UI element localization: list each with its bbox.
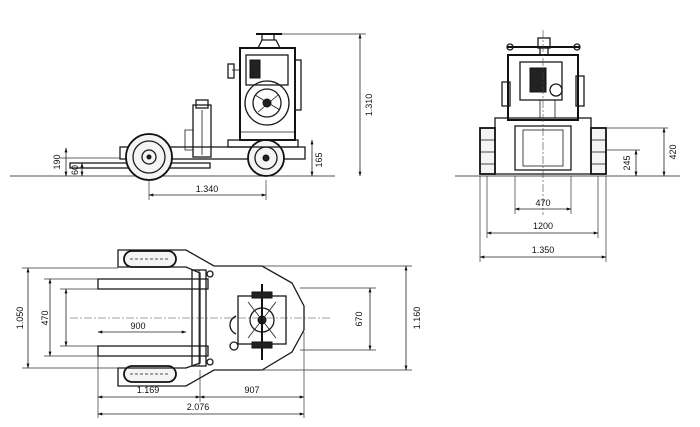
top-fork-lower: [97, 345, 209, 357]
top-overall-width-label: 1.160: [412, 307, 422, 330]
front-fork-width-label: 470: [535, 198, 550, 208]
top-front-section-label: 1.169: [137, 385, 160, 395]
front-height-frame-label: 420: [668, 144, 678, 159]
front-overall-width-label: 1.350: [532, 245, 555, 255]
side-front-wheel: [125, 133, 173, 181]
top-fork-length-label: 900: [130, 321, 145, 331]
side-ground-clearance-label: 165: [314, 152, 324, 167]
front-height-step-label: 245: [622, 155, 632, 170]
top-fork-upper: [97, 278, 209, 290]
side-fork-height-label: 190: [52, 154, 62, 169]
side-chassis-beam: [119, 146, 306, 160]
side-mast-top: [195, 99, 209, 109]
front-left-wheel: [479, 127, 496, 175]
top-rear-section-label: 907: [244, 385, 259, 395]
side-view: 1.310 190 60 165 1.340: [10, 33, 374, 200]
side-rear-wheel: [247, 139, 285, 177]
top-fork-span-label: 1.050: [15, 307, 25, 330]
top-body-width-label: 670: [354, 311, 364, 326]
top-overall-length-label: 2.076: [187, 402, 210, 412]
front-handle: [506, 37, 581, 56]
side-mast: [192, 104, 212, 158]
front-view: 245 420 470 1200 1.350: [455, 30, 680, 262]
top-view: 1.050 470 900 670 1.160 1.169 907 2.076: [15, 249, 422, 418]
front-engine: [501, 54, 585, 121]
top-wheel-lower: [123, 365, 177, 383]
front-right-wheel: [590, 127, 607, 175]
top-wheel-upper: [123, 250, 177, 268]
side-engine: [227, 33, 302, 141]
top-fork-inner-label: 470: [40, 310, 50, 325]
side-height-total-label: 1.310: [364, 94, 374, 117]
top-engine: [229, 284, 287, 360]
side-fork-thickness-label: 60: [70, 165, 80, 175]
side-wheelbase-label: 1.340: [196, 184, 219, 194]
front-track-width-label: 1200: [533, 221, 553, 231]
